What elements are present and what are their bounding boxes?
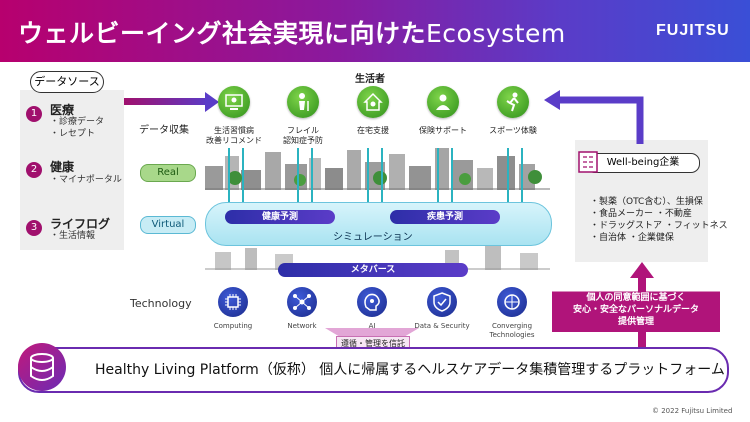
network-icon bbox=[287, 287, 317, 317]
converging-icon bbox=[497, 287, 527, 317]
data-flow-connectors bbox=[228, 148, 523, 208]
consumer-label: 生活者 bbox=[355, 74, 385, 85]
source-title-lifelog: ライフログ bbox=[50, 217, 111, 231]
header-banner bbox=[0, 0, 750, 62]
wellbeing-title: Well-being企業 bbox=[586, 153, 700, 173]
insurance-icon bbox=[427, 86, 459, 118]
simulation-band bbox=[205, 202, 552, 246]
tech-label: Network bbox=[287, 322, 317, 330]
chip-icon bbox=[218, 287, 248, 317]
copyright: © 2022 Fujitsu Limited bbox=[652, 407, 733, 415]
source-title-health: 健康 bbox=[50, 160, 75, 174]
source-number-3: 3 bbox=[26, 220, 42, 236]
wellbeing-list: ・製薬（OTC含む）、生損保 ・食品メーカー ・不動産 ・ドラッグストア ・フィ… bbox=[590, 197, 728, 243]
metaverse-label: メタバース bbox=[278, 263, 468, 277]
persona-label: フレイル認知症予防 bbox=[283, 126, 323, 145]
page-title: ウェルビーイング社会実現に向けたEcosystem bbox=[18, 19, 566, 48]
disease-prediction-label: 疾患予測 bbox=[390, 210, 500, 224]
persona-label: 在宅支援 bbox=[357, 126, 389, 135]
home-care-icon bbox=[357, 86, 389, 118]
source-number-1: 1 bbox=[26, 106, 42, 122]
consent-management-box bbox=[552, 291, 720, 332]
source-title-medical: 医療 bbox=[50, 103, 75, 117]
simulation-label: シミュレーション bbox=[333, 232, 413, 243]
virtual-city-illustration bbox=[205, 246, 550, 270]
tech-label: AI bbox=[368, 322, 376, 330]
building-icon bbox=[578, 151, 598, 173]
source-sub: ・レセプト bbox=[50, 129, 96, 139]
source-number-2: 2 bbox=[26, 162, 42, 178]
technology-label: Technology bbox=[130, 297, 192, 310]
virtual-label: Virtual bbox=[140, 216, 196, 234]
healthy-living-platform-bar bbox=[18, 347, 729, 393]
elderly-icon bbox=[287, 86, 319, 118]
platform-description: Healthy Living Platform（仮称） 個人に帰属するヘルスケア… bbox=[95, 362, 725, 378]
consent-text: 個人の同意範囲に基づく 安心・安全なパーソナルデータ 提供管理 bbox=[572, 293, 699, 327]
health-prediction-label: 健康予測 bbox=[225, 210, 335, 224]
real-label: Real bbox=[140, 164, 196, 182]
database-icon bbox=[18, 343, 66, 391]
data-collect-label: データ収集 bbox=[139, 125, 189, 136]
source-sub: ・生活情報 bbox=[50, 231, 96, 241]
wellbeing-to-persona-arrow bbox=[544, 90, 644, 144]
persona-label: スポーツ体験 bbox=[489, 126, 537, 135]
ai-brain-icon bbox=[357, 287, 387, 317]
doctor-screen-icon bbox=[218, 86, 250, 118]
tech-label: Data & Security bbox=[414, 322, 470, 330]
tech-label: Computing bbox=[213, 322, 253, 330]
persona-label: 生活習慣病改善リコメンド bbox=[206, 126, 262, 145]
sports-icon bbox=[497, 86, 529, 118]
persona-label: 保険サポート bbox=[419, 126, 467, 135]
collect-arrow bbox=[124, 98, 210, 105]
data-source-label: データソース bbox=[30, 71, 104, 93]
source-sub: ・マイナポータル bbox=[50, 175, 122, 185]
shield-icon bbox=[427, 287, 457, 317]
fujitsu-logo: FUJITSU bbox=[656, 22, 730, 39]
source-sub: ・診療データ bbox=[50, 117, 105, 127]
collect-arrow-head bbox=[205, 92, 219, 112]
